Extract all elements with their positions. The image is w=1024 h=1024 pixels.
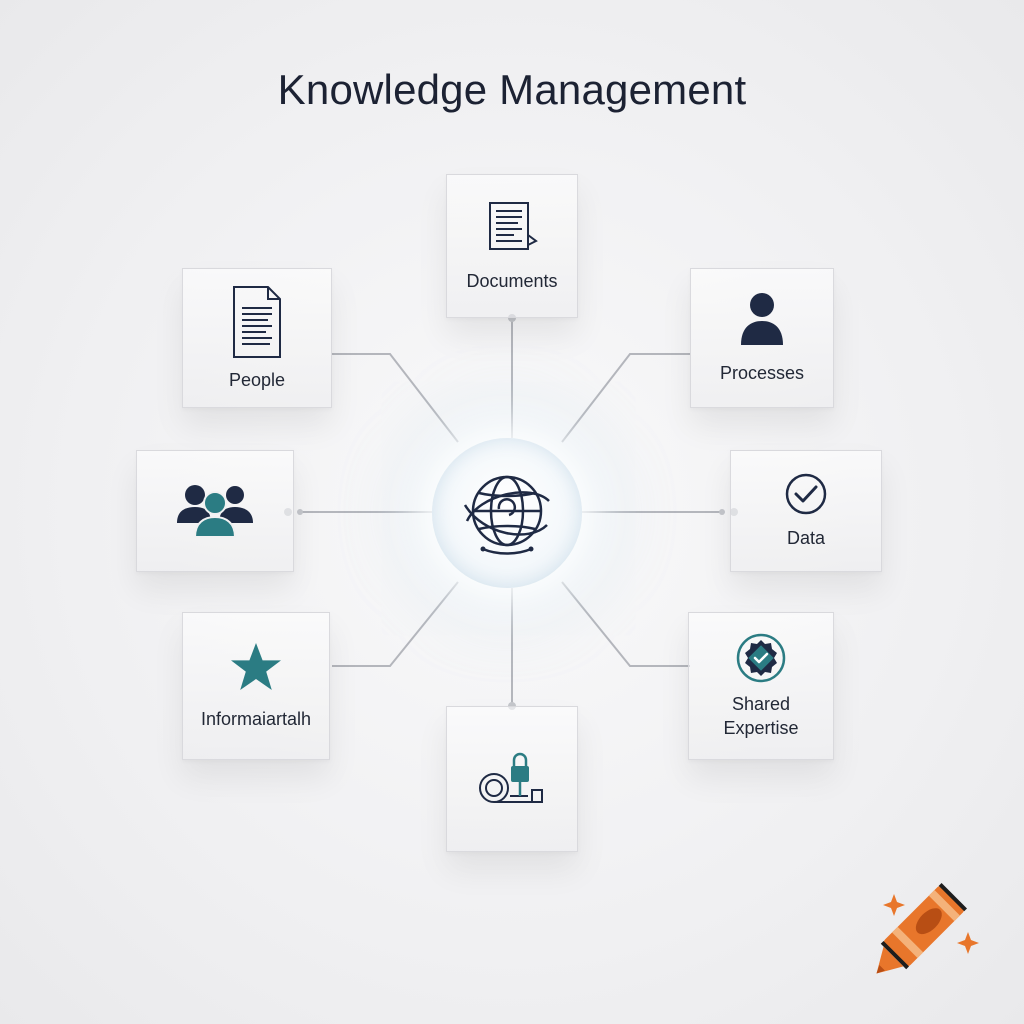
node-label-people: People xyxy=(228,370,286,390)
globe-network-icon xyxy=(463,475,550,555)
node-label-data: Data xyxy=(786,528,826,548)
node-information[interactable]: Informaiartalh xyxy=(182,612,330,760)
node-documents[interactable]: Documents xyxy=(446,174,578,318)
document-page-icon xyxy=(233,286,281,358)
star-icon xyxy=(231,643,281,690)
tape-lock-icon xyxy=(479,752,543,803)
node-label-documents: Documents xyxy=(466,271,558,291)
node-people[interactable]: People xyxy=(182,268,332,408)
node-label-processes: Processes xyxy=(719,363,805,383)
node-label-information: Informaiartalh xyxy=(200,709,312,729)
central-hub[interactable] xyxy=(432,438,582,588)
person-icon xyxy=(741,293,783,345)
node-bottom[interactable] xyxy=(446,706,578,852)
check-circle-icon xyxy=(785,473,827,515)
badge-check-icon xyxy=(736,633,786,683)
node-data[interactable]: Data xyxy=(730,450,882,572)
node-processes[interactable]: Processes xyxy=(690,268,834,408)
document-lines-icon xyxy=(489,202,538,250)
node-shared-expertise[interactable]: Shared Expertise xyxy=(688,612,834,760)
page-title: Knowledge Management xyxy=(277,66,747,113)
crayon-logo-icon xyxy=(876,882,979,974)
node-people-group[interactable] xyxy=(136,450,294,572)
people-group-icon xyxy=(177,485,253,538)
node-label-shared-expertise: Shared Expertise xyxy=(723,694,799,738)
